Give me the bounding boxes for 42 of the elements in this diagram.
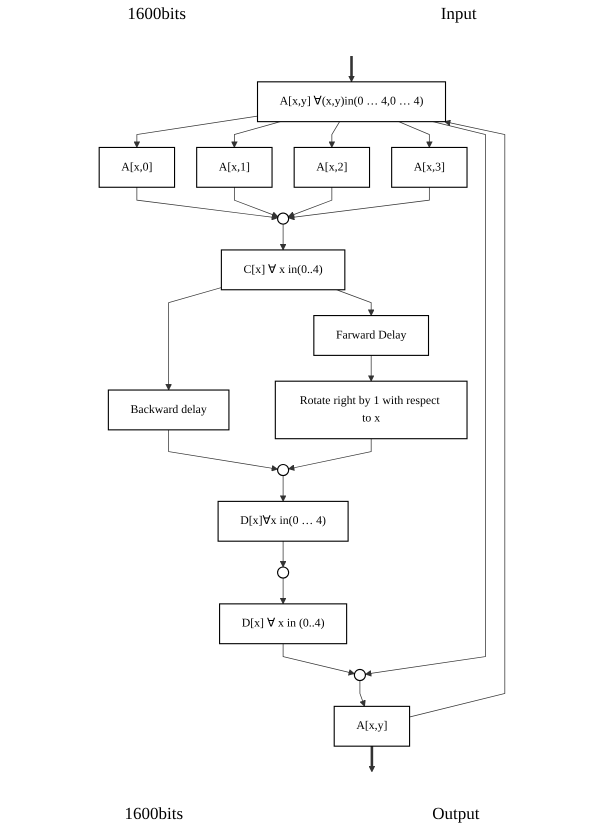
arrow [134, 116, 258, 148]
arrow [409, 120, 506, 718]
arrow [280, 578, 286, 604]
arrow [360, 680, 366, 707]
arrow [365, 121, 486, 677]
arrow [288, 438, 372, 471]
signal-label: Output [432, 804, 480, 824]
node-box: A[x,2] [294, 146, 370, 188]
arrow [348, 56, 355, 82]
arrow [288, 186, 332, 218]
node-box: A[x,y] ∀(x,y)in(0 … 4,0 … 4) [256, 81, 446, 122]
arrow [136, 186, 278, 220]
arrow [280, 224, 286, 250]
arrow [280, 475, 286, 502]
arrow [336, 289, 374, 316]
arrow [398, 121, 433, 148]
node-circle [277, 464, 290, 476]
node-box: A[x,y] [334, 706, 410, 747]
signal-label: 1600bits [127, 4, 186, 24]
node-box: Backward delay [108, 389, 230, 430]
node-box: A[x,3] [391, 146, 468, 188]
node-circle [277, 566, 290, 579]
arrow [288, 186, 430, 220]
arrow [368, 746, 376, 772]
node-box: D[x]∀x in(0 … 4) [218, 500, 349, 542]
node-circle [354, 668, 366, 682]
arrow [282, 643, 355, 676]
arrow [168, 429, 278, 472]
node-box: Farward Delay [313, 315, 430, 356]
signal-label: Input [440, 4, 477, 24]
node-box: Rotate right by 1 with respect to x [274, 380, 468, 440]
node-box: C[x] ∀ x in(0..4) [220, 249, 346, 290]
arrow [280, 540, 286, 568]
node-circle [277, 212, 290, 225]
arrow [165, 287, 222, 390]
arrow [328, 121, 340, 148]
node-box: A[x,0] [98, 146, 176, 188]
node-box: A[x,1] [196, 146, 273, 188]
arrow [368, 355, 374, 382]
signal-label: 1600bits [124, 804, 184, 824]
node-box: D[x] ∀ x in (0..4) [219, 603, 348, 644]
arrow [234, 186, 278, 218]
